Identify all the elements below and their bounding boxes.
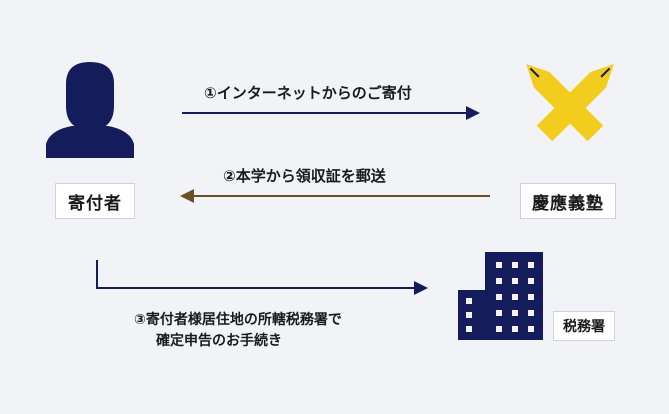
building-icon (458, 252, 543, 340)
tax-office-label: 税務署 (553, 311, 615, 341)
donor-label: 寄付者 (55, 183, 135, 219)
arrow-step1 (182, 106, 480, 120)
university-label: 慶應義塾 (520, 183, 616, 219)
step3-text-line1: ③寄付者様居住地の所轄税務署で (134, 312, 342, 328)
arrow-step2 (180, 189, 490, 203)
crossed-pens-icon (526, 64, 614, 142)
step1-text: ①インターネットからのご寄付 (204, 84, 412, 102)
person-icon (46, 62, 134, 158)
arrow-step3 (96, 260, 428, 295)
step2-text: ②本学から領収証を郵送 (223, 167, 386, 185)
step3-text-line2: 確定申告のお手続き (156, 333, 282, 349)
